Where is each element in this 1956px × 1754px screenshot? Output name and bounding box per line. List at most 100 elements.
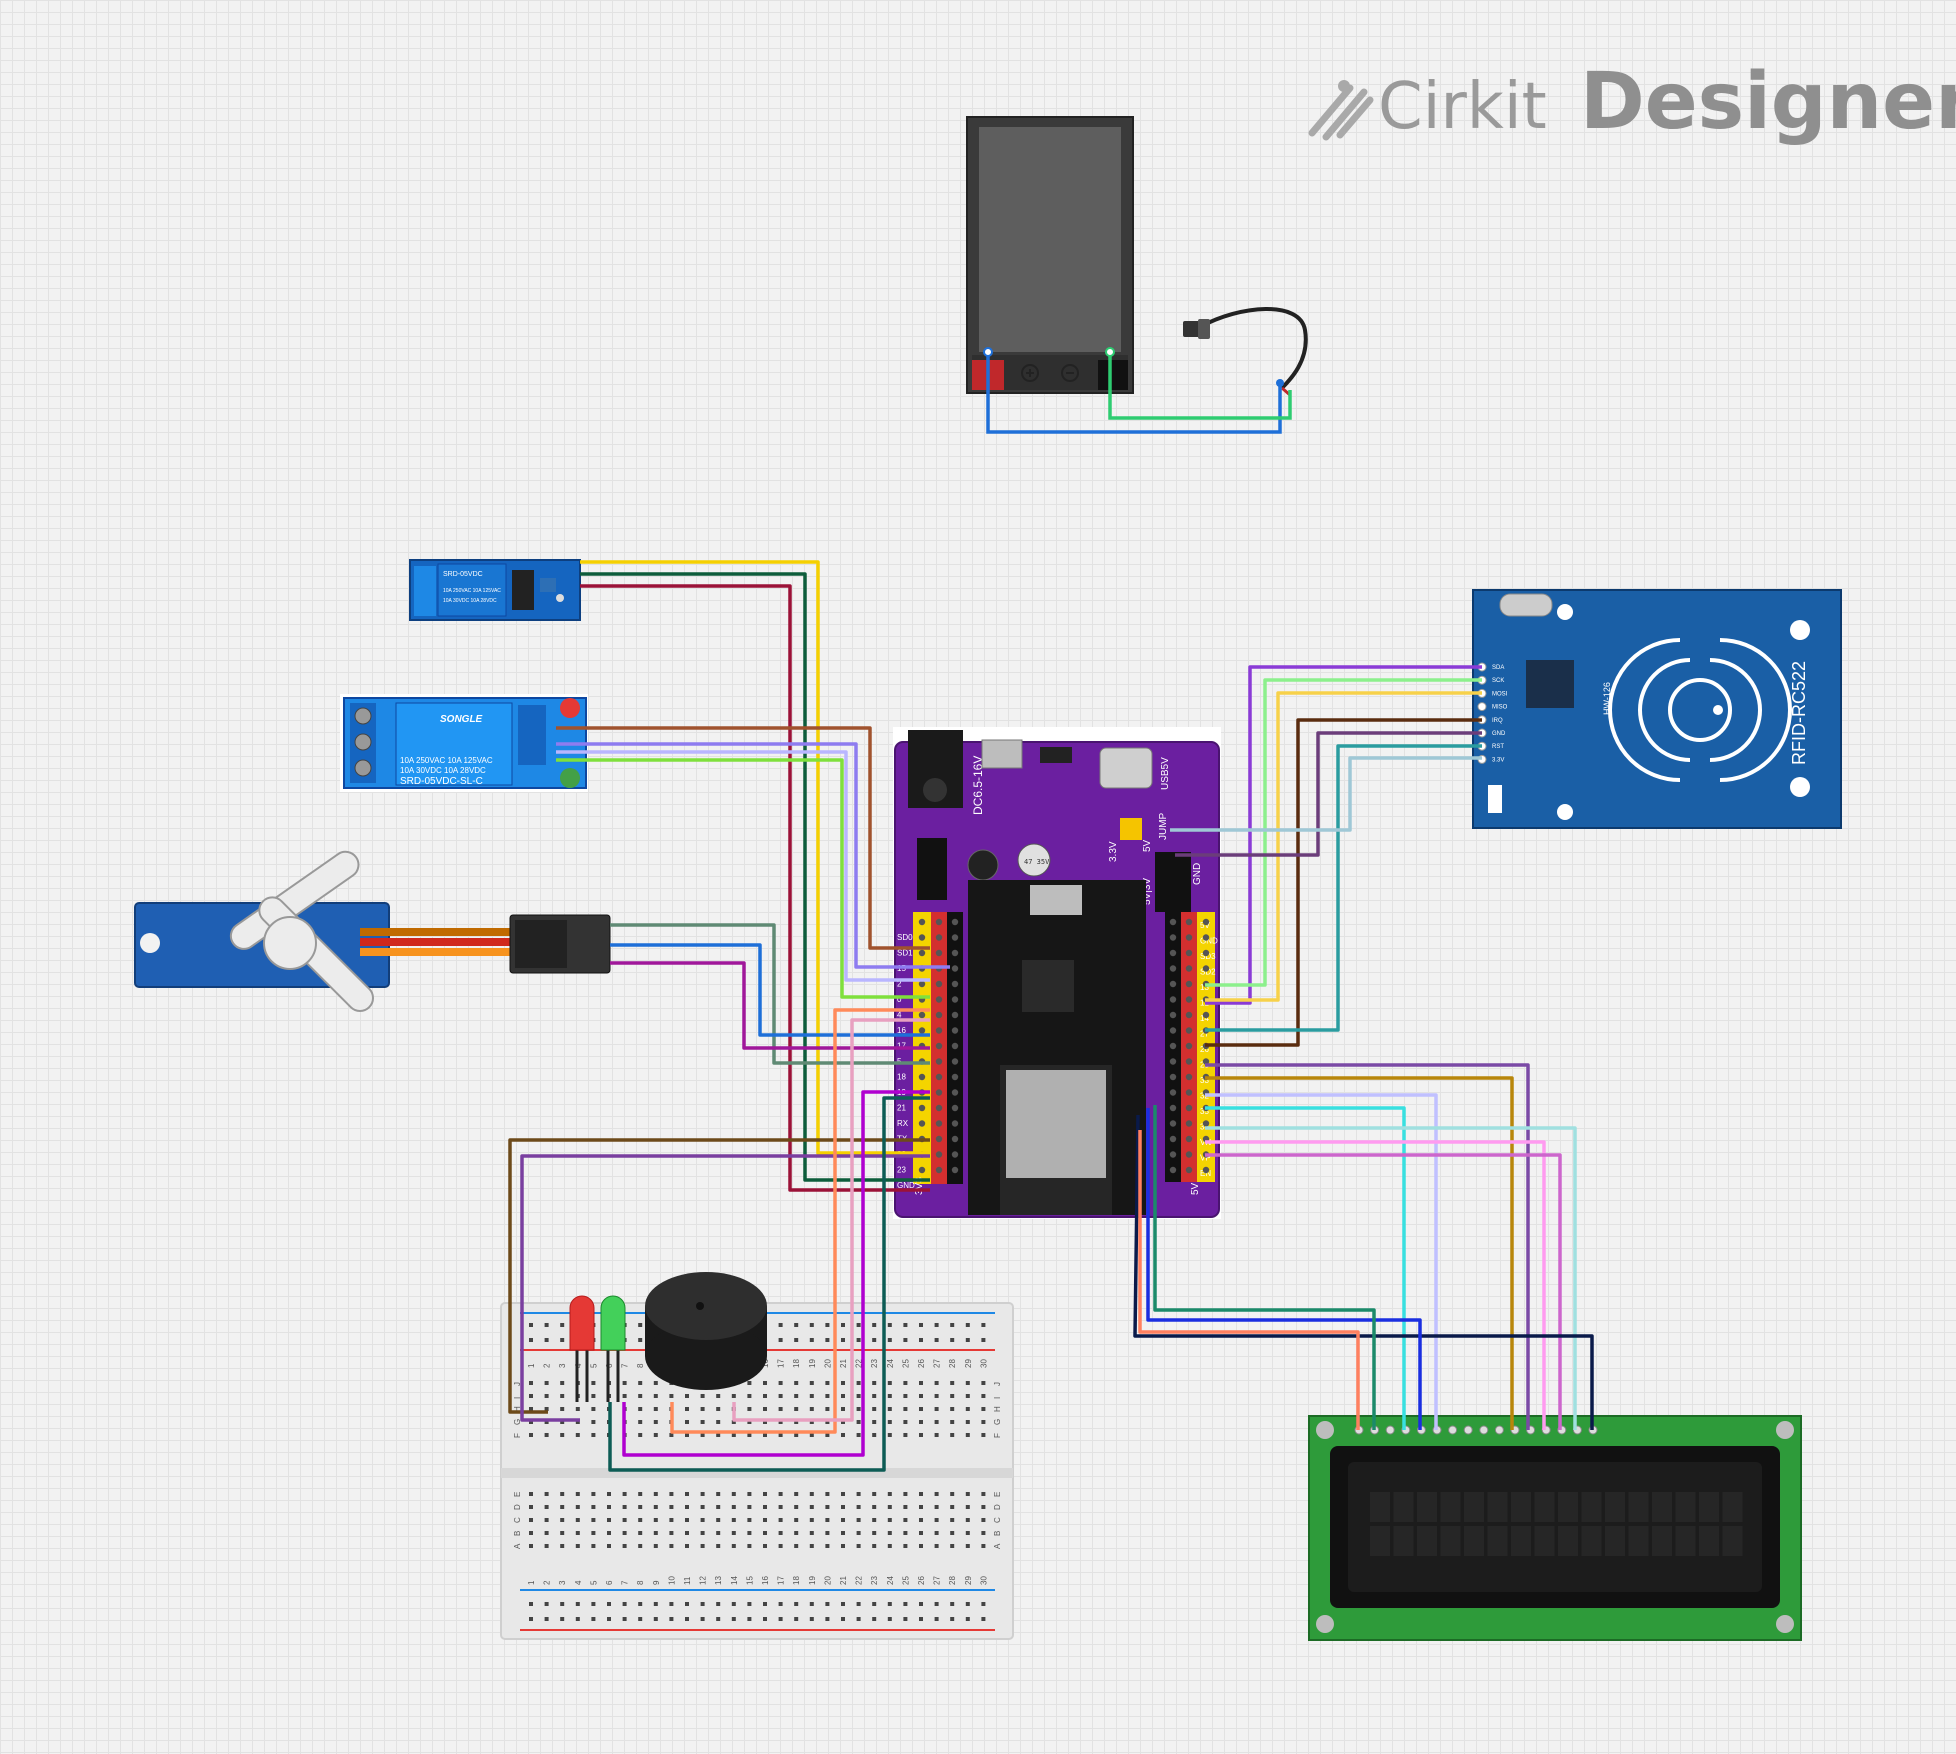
header-hole[interactable] [935,1104,943,1112]
rail-hole[interactable] [607,1602,611,1606]
breadboard-hole[interactable] [825,1433,830,1437]
breadboard-hole[interactable] [685,1518,689,1522]
rail-hole[interactable] [731,1617,736,1621]
breadboard-hole[interactable] [638,1544,643,1548]
rail-hole[interactable] [591,1617,596,1621]
breadboard-hole[interactable] [778,1531,783,1535]
breadboard-hole[interactable] [778,1505,783,1509]
breadboard-hole[interactable] [560,1420,565,1424]
breadboard-hole[interactable] [919,1381,923,1385]
breadboard-hole[interactable] [560,1492,565,1496]
header-hole[interactable] [1169,918,1177,926]
breadboard-hole[interactable] [716,1544,721,1548]
breadboard-hole[interactable] [575,1407,580,1411]
rail-hole[interactable] [716,1617,721,1621]
rail-hole[interactable] [872,1323,877,1327]
breadboard-hole[interactable] [560,1544,565,1548]
micro-usb-cable[interactable] [1183,307,1308,397]
breadboard-hole[interactable] [669,1518,674,1522]
breadboard-hole[interactable] [591,1505,596,1509]
breadboard-hole[interactable] [809,1394,814,1398]
header-hole[interactable] [1202,918,1210,926]
buzzer[interactable] [645,1272,767,1390]
header-hole[interactable] [951,980,959,988]
breadboard-hole[interactable] [607,1518,611,1522]
lcd-pin[interactable] [1463,1425,1473,1435]
wire[interactable] [580,584,930,1192]
breadboard-hole[interactable] [856,1505,861,1509]
breadboard-hole[interactable] [716,1531,721,1535]
header-hole[interactable] [935,996,943,1003]
rail-hole[interactable] [872,1617,877,1621]
wire[interactable] [1205,1076,1514,1430]
breadboard-hole[interactable] [763,1518,767,1522]
rail-hole[interactable] [591,1602,596,1606]
header-hole[interactable] [1169,1027,1177,1034]
header-hole[interactable] [951,996,959,1003]
rail-hole[interactable] [669,1602,674,1606]
breadboard-hole[interactable] [965,1381,970,1385]
rail-hole[interactable] [934,1338,939,1342]
breadboard-hole[interactable] [919,1492,923,1496]
breadboard-hole[interactable] [919,1433,923,1437]
header-hole[interactable] [935,1042,943,1050]
header-hole[interactable] [951,934,959,941]
header-hole[interactable] [951,918,959,926]
breadboard-hole[interactable] [747,1407,752,1411]
header-hole[interactable] [1202,949,1210,957]
breadboard-hole[interactable] [700,1531,705,1535]
breadboard-hole[interactable] [763,1420,767,1424]
breadboard-hole[interactable] [763,1381,767,1385]
breadboard-hole[interactable] [841,1518,845,1522]
rail-hole[interactable] [950,1617,955,1621]
breadboard-hole[interactable] [622,1394,627,1398]
breadboard-hole[interactable] [653,1518,658,1522]
breadboard-hole[interactable] [809,1505,814,1509]
wire[interactable] [556,750,930,982]
rail-hole[interactable] [841,1602,845,1606]
header-hole[interactable] [1185,1042,1193,1050]
wire[interactable] [1205,1063,1530,1430]
rail-hole[interactable] [887,1617,892,1621]
rail-hole[interactable] [700,1617,705,1621]
wire[interactable] [610,943,930,1037]
rail-hole[interactable] [529,1338,533,1342]
breadboard-hole[interactable] [747,1492,752,1496]
breadboard-hole[interactable] [591,1531,596,1535]
rail-hole[interactable] [560,1602,565,1606]
breadboard-hole[interactable] [700,1433,705,1437]
header-hole[interactable] [1169,1135,1177,1143]
header-hole[interactable] [1185,1166,1193,1174]
wires[interactable] [508,560,1594,1472]
lcd-pin[interactable] [1494,1425,1504,1435]
breadboard-hole[interactable] [887,1420,892,1424]
rail-hole[interactable] [903,1602,908,1606]
breadboard-hole[interactable] [685,1433,689,1437]
header-hole[interactable] [1185,1011,1193,1019]
breadboard-hole[interactable] [607,1492,611,1496]
wire[interactable] [1205,691,1482,1002]
breadboard-hole[interactable] [607,1505,611,1509]
breadboard-hole[interactable] [809,1492,814,1496]
breadboard-hole[interactable] [731,1420,736,1424]
breadboard-hole[interactable] [716,1518,721,1522]
breadboard-hole[interactable] [809,1407,814,1411]
breadboard-hole[interactable] [981,1394,986,1398]
rail-hole[interactable] [981,1323,986,1327]
breadboard-hole[interactable] [809,1531,814,1535]
breadboard-hole[interactable] [794,1492,799,1496]
breadboard-hole[interactable] [638,1420,643,1424]
breadboard-hole[interactable] [825,1531,830,1535]
header-hole[interactable] [1185,1073,1193,1081]
header-hole[interactable] [1202,965,1210,972]
breadboard-hole[interactable] [763,1407,767,1411]
breadboard-hole[interactable] [529,1531,533,1535]
breadboard-hole[interactable] [529,1505,533,1509]
rail-hole[interactable] [794,1323,799,1327]
breadboard-hole[interactable] [887,1531,892,1535]
breadboard-hole[interactable] [887,1492,892,1496]
breadboard-hole[interactable] [716,1492,721,1496]
breadboard-hole[interactable] [934,1544,939,1548]
breadboard-hole[interactable] [560,1407,565,1411]
breadboard-hole[interactable] [965,1492,970,1496]
